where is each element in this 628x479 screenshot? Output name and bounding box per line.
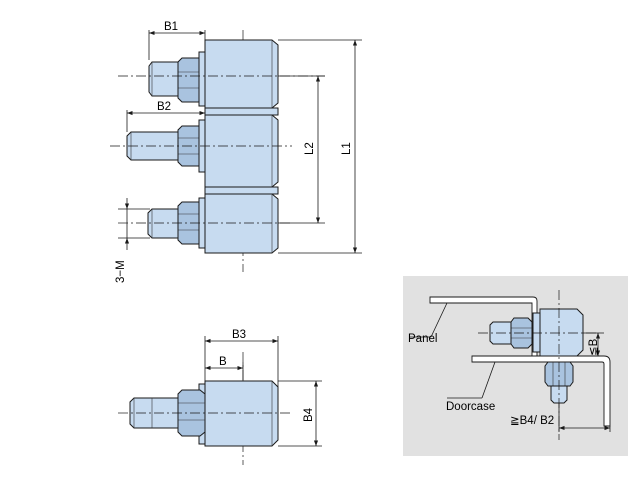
panel-leader [430, 302, 448, 338]
dimension-b2: B2 [126, 101, 205, 132]
dimension-l1: L1 [278, 39, 362, 254]
hinge-side-view: B3 B B4 [118, 329, 322, 465]
dimension-3m: 3−M [115, 198, 150, 283]
label-b1: B1 [164, 21, 178, 33]
label-b3: B3 [232, 329, 246, 341]
label-b: B [219, 356, 227, 368]
knuckle-top [148, 39, 279, 109]
inset-knuckle [539, 308, 584, 357]
dimension-b1: B1 [148, 21, 206, 60]
label-le-b: ≦B [588, 338, 600, 356]
label-panel: Panel [408, 333, 437, 345]
dimension-ge-b4-b2: ≧B4/ B2 [510, 403, 611, 432]
doorcase-leader [481, 361, 496, 399]
spacer-1 [204, 107, 279, 116]
dimension-b4: B4 [278, 380, 322, 447]
label-3m: 3−M [115, 260, 127, 283]
label-l2: L2 [304, 142, 316, 155]
label-l1: L1 [341, 142, 353, 155]
dimension-le-b: ≦B [583, 332, 604, 356]
label-doorcase: Doorcase [446, 401, 495, 413]
installation-inset: ≦B ≧B4/ B2 Panel Doorcase [403, 276, 628, 456]
side-knuckle [204, 380, 279, 447]
dimension-b: B [205, 356, 244, 381]
inset-lower-nut [544, 361, 574, 387]
dimension-b3: B3 [204, 329, 279, 387]
label-b4: B4 [303, 407, 315, 422]
spacer-2 [204, 186, 279, 195]
knuckle-bottom [147, 193, 279, 254]
label-b2: B2 [157, 101, 171, 113]
label-ge-b4-b2: ≧B4/ B2 [510, 415, 554, 427]
hinge-front-view: B1 B2 L2 L1 3−M [110, 21, 362, 283]
dimension-l2: L2 [278, 75, 325, 224]
knuckle-middle [126, 114, 279, 188]
